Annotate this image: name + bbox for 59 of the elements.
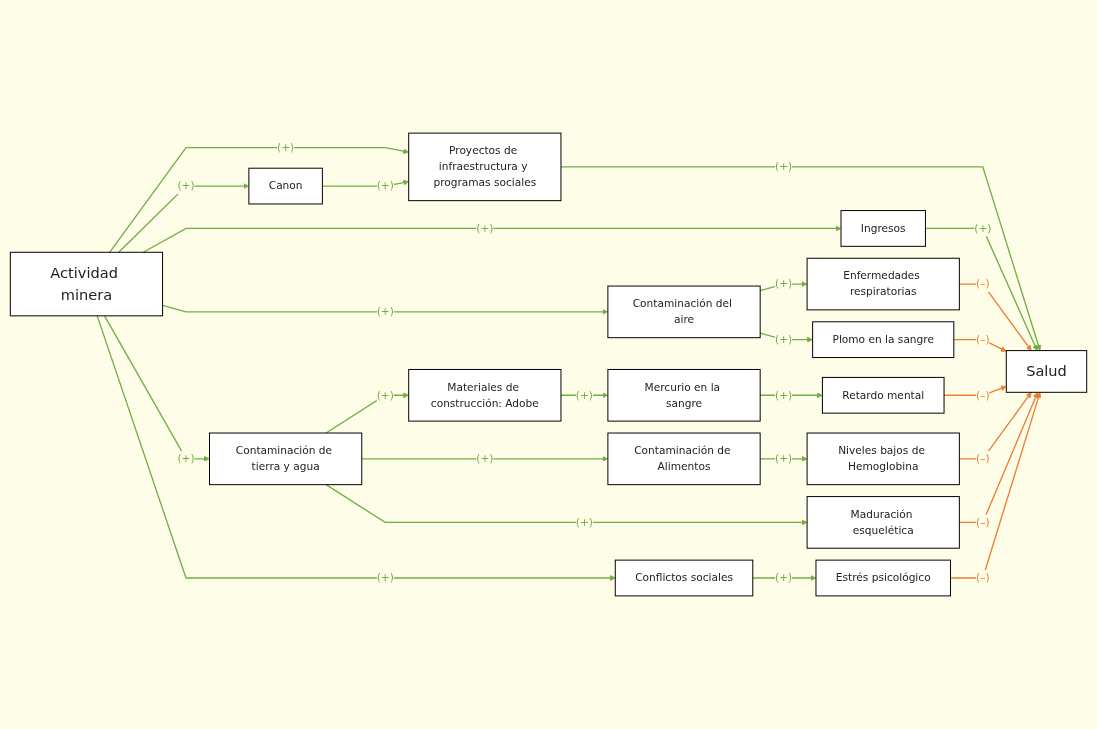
arrow (142, 225, 842, 253)
node-box: Actividad minera (9, 251, 164, 317)
node-box: Mercurio en la sangre (607, 368, 761, 422)
arrow (321, 179, 409, 187)
arrow (109, 147, 409, 253)
edge-label: (+) (376, 305, 394, 318)
edge-label: (+) (177, 179, 195, 193)
arrow (96, 315, 616, 581)
node-box: Niveles bajos de Hemoglobina (806, 432, 960, 486)
arrow (118, 183, 250, 253)
edge-label: (–) (976, 388, 990, 402)
node-box: Materiales de construcción: Adobe (408, 368, 562, 422)
arrow (924, 227, 1038, 351)
edge-label: (+) (376, 388, 394, 402)
edge-label: (+) (376, 179, 394, 193)
arrow (325, 484, 808, 526)
node-box: Plomo en la sangre (812, 321, 955, 359)
edge-label: (+) (177, 452, 195, 465)
edge-label: (+) (277, 141, 295, 154)
node-box: Contaminación del aire (607, 285, 761, 339)
node-box: Estrés psicológico (815, 559, 951, 597)
arrow (752, 575, 817, 581)
edge-label: (+) (476, 221, 494, 235)
node-box: Canon (248, 167, 323, 205)
arrow (161, 304, 609, 315)
node-box: Maduración esquelética (806, 496, 960, 549)
edge-label: (+) (775, 333, 793, 346)
node-box: Conflictos sociales (614, 559, 754, 597)
edge-label: (–) (976, 333, 990, 346)
edge-label: (+) (476, 452, 494, 465)
edge-label: (–) (976, 571, 990, 584)
node-box: Retardo mental (821, 376, 945, 414)
arrow (958, 392, 1032, 460)
arrow (958, 283, 1032, 351)
edge-label: (+) (775, 388, 793, 402)
node-box: Contaminación de tierra y agua (209, 432, 363, 486)
arrow (953, 339, 1007, 352)
edge-label: (–) (976, 452, 990, 465)
edge-label: (–) (976, 515, 990, 529)
arrow (949, 392, 1042, 579)
edge-label: (–) (976, 277, 990, 291)
edge-label: (+) (974, 221, 992, 235)
arrow (560, 166, 1042, 351)
node-box: Contaminación de Alimentos (607, 432, 761, 486)
node-box: Proyectos de infraestructura y programas sociales (408, 132, 562, 202)
edge-label: (+) (575, 388, 593, 402)
edge-label: (+) (376, 571, 394, 584)
edge-label: (+) (775, 452, 793, 465)
arrow (958, 392, 1039, 524)
node-box: Salud (1005, 350, 1088, 393)
edge-label: (+) (775, 160, 793, 173)
arrow (103, 315, 210, 462)
node-box: Enfermedades respiratorias (806, 257, 960, 311)
edge-label: (+) (575, 515, 593, 529)
arrow (943, 385, 1007, 396)
edge-label: (+) (775, 277, 793, 291)
node-box: Ingresos (840, 210, 926, 247)
arrow (361, 455, 609, 462)
edge-label: (+) (775, 571, 793, 584)
